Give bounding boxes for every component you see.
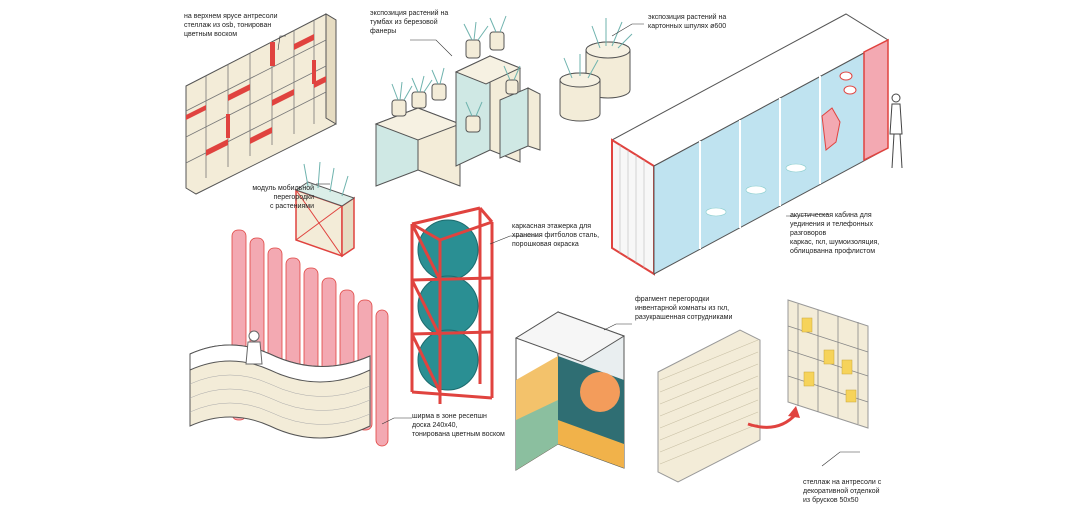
label-reception-screen: ширма в зоне ресепшн доска 240х40, тонир… bbox=[412, 413, 505, 438]
painted-partition bbox=[514, 311, 626, 471]
mezzanine-shelf bbox=[657, 299, 869, 483]
acoustic-cabin bbox=[611, 13, 903, 276]
osb-shelving bbox=[185, 13, 337, 195]
label-frame-shelf: каркасная этажерка для хранения фитболов… bbox=[512, 223, 600, 248]
label-acoustic-cabin: акустическая кабина для уединения и теле… bbox=[790, 212, 880, 255]
label-partition-fragment: фрагмент перегородки инвентарной комнаты… bbox=[635, 296, 733, 321]
label-mobile-partition: модуль мобильной перегородки с растениям… bbox=[252, 185, 314, 210]
mobile-partition bbox=[294, 161, 356, 258]
plants-cardboard-tubes bbox=[559, 18, 633, 122]
label-plants-tubes: экспозиция растений на картонных шпулях … bbox=[648, 14, 727, 30]
frame-shelf-fitballs bbox=[410, 206, 494, 404]
reception-screen bbox=[189, 229, 389, 447]
label-mezzanine-shelf: стеллаж на антресоли с декоративной отде… bbox=[803, 479, 882, 504]
label-plants-birch: экспозиция растений на тумбах из березов… bbox=[370, 10, 449, 35]
leader-lines bbox=[277, 23, 860, 467]
plants-birch-stands bbox=[374, 15, 541, 187]
label-osb-shelving: на верхнем ярусе антресоли стеллаж из os… bbox=[184, 13, 278, 38]
